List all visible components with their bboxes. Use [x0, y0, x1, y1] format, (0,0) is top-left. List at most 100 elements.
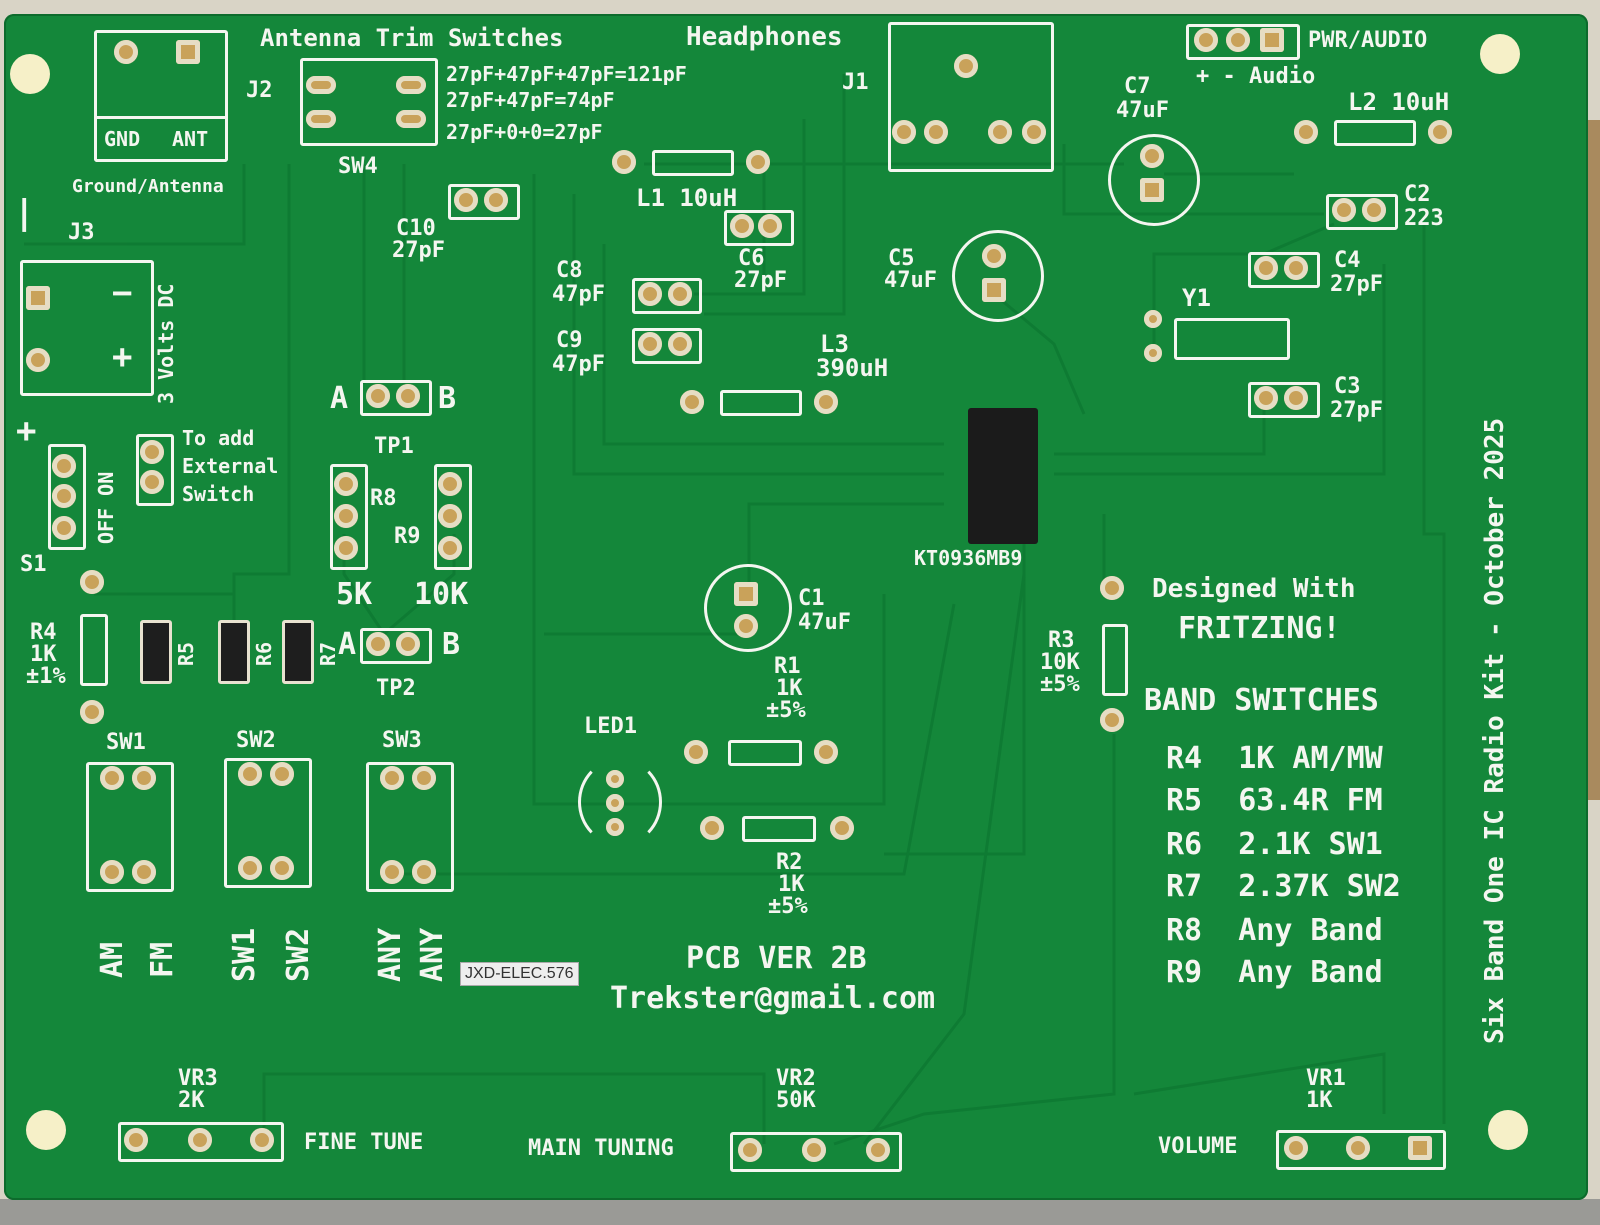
pad — [730, 214, 754, 238]
c3-label: C3 — [1334, 374, 1361, 399]
pad — [100, 860, 124, 884]
pad — [988, 120, 1012, 144]
pad — [814, 390, 838, 414]
pad — [306, 76, 336, 94]
tp2-b-label: B — [442, 627, 461, 662]
pad — [1362, 198, 1386, 222]
pad — [52, 454, 76, 478]
pwr-audio-label: PWR/AUDIO — [1308, 28, 1428, 53]
to-add-line-1: To add — [182, 426, 255, 450]
c9-value: 47pF — [552, 352, 605, 377]
pad — [684, 740, 708, 764]
pcb-version: PCB VER 2B — [686, 941, 867, 976]
pad — [1254, 386, 1278, 410]
off-on-label: OFF ON — [94, 471, 118, 544]
trim-line-3: 27pF+0+0=27pF — [446, 120, 603, 144]
trim-line-1: 27pF+47pF+47pF=121pF — [446, 62, 687, 86]
pad — [1346, 1136, 1370, 1160]
pad — [606, 794, 624, 812]
c4-capacitor — [1248, 252, 1320, 288]
pad — [954, 54, 978, 78]
sw-label-any-2: ANY — [415, 927, 450, 982]
mounting-hole — [26, 1110, 66, 1150]
pad — [866, 1138, 890, 1162]
c10-capacitor — [448, 184, 520, 220]
c8-label: C8 — [556, 258, 583, 283]
c6-value: 27pF — [734, 268, 787, 293]
pad — [140, 440, 164, 464]
headphone-jack — [888, 22, 1054, 172]
r5-smd-resistor — [140, 620, 172, 684]
r9-label: R9 — [394, 524, 421, 549]
main-tuning-label: MAIN TUNING — [528, 1136, 674, 1161]
r1-tolerance: ±5% — [766, 698, 806, 723]
designed-with: Designed With — [1152, 574, 1356, 604]
band-line-5: R8 Any Band — [1166, 913, 1383, 948]
r2-value: 1K — [778, 872, 805, 897]
c2-label: C2 — [1404, 182, 1431, 207]
tp2-label: TP2 — [376, 676, 416, 701]
ten-k-label: 10K — [414, 577, 469, 612]
sw-label-am: AM — [95, 941, 130, 978]
r6-label: R6 — [252, 641, 276, 666]
pwr-audio-header — [1186, 24, 1300, 60]
c2-capacitor — [1326, 194, 1398, 230]
c10-label: C10 — [396, 216, 436, 241]
sw4-label: SW4 — [338, 154, 378, 179]
pad — [438, 504, 462, 528]
s1-label: S1 — [20, 552, 47, 577]
fritzing-label: FRITZING! — [1178, 611, 1341, 646]
pad — [892, 120, 916, 144]
pad — [438, 472, 462, 496]
band-line-6: R9 Any Band — [1166, 955, 1383, 990]
c3-value: 27pF — [1330, 398, 1383, 423]
pad — [1140, 144, 1164, 168]
pad — [734, 582, 758, 606]
r3-value: 10K — [1040, 650, 1080, 675]
pad — [334, 536, 358, 560]
band-line-4: R7 2.37K SW2 — [1166, 869, 1401, 904]
pad — [1144, 310, 1162, 328]
r8-trimmer — [330, 464, 368, 570]
ic-label: KT0936MB9 — [914, 546, 1023, 570]
pad — [668, 332, 692, 356]
pad — [612, 150, 636, 174]
pad — [1284, 256, 1308, 280]
pad — [438, 536, 462, 560]
tp1-a-label: A — [330, 381, 349, 416]
pad — [1284, 386, 1308, 410]
l1-inductor — [652, 150, 734, 176]
pad — [334, 472, 358, 496]
to-add-line-2: External — [182, 454, 279, 478]
l3-inductor — [720, 390, 802, 416]
sw-label-any-1: ANY — [373, 927, 408, 982]
pad — [680, 390, 704, 414]
pad — [132, 860, 156, 884]
vr1-value: 1K — [1306, 1088, 1333, 1113]
r2-label: R2 — [776, 850, 803, 875]
c3-capacitor — [1248, 382, 1320, 418]
tp1-label: TP1 — [374, 434, 414, 459]
c4-value: 27pF — [1330, 272, 1383, 297]
pad — [366, 632, 390, 656]
pad — [412, 860, 436, 884]
pad — [396, 76, 426, 94]
sticker-label: JXD-ELEC.576 — [460, 962, 579, 986]
gnd-label: GND — [104, 127, 141, 151]
c2-value: 223 — [1404, 206, 1444, 231]
pad — [124, 1128, 148, 1152]
c10-value: 27pF — [392, 238, 445, 263]
volts-label: 3 Volts DC — [154, 283, 178, 404]
c5-value: 47uF — [884, 268, 937, 293]
r7-label: R7 — [316, 641, 340, 666]
j2-label: J2 — [246, 78, 273, 103]
r2-tolerance: ±5% — [768, 894, 808, 919]
j3-label: J3 — [68, 220, 95, 245]
pad — [396, 632, 420, 656]
y1-label: Y1 — [1182, 284, 1211, 312]
tp1-b-label: B — [438, 381, 457, 416]
pad — [1284, 1136, 1308, 1160]
pad — [1254, 256, 1278, 280]
pad — [270, 856, 294, 880]
j1-label: J1 — [842, 70, 869, 95]
